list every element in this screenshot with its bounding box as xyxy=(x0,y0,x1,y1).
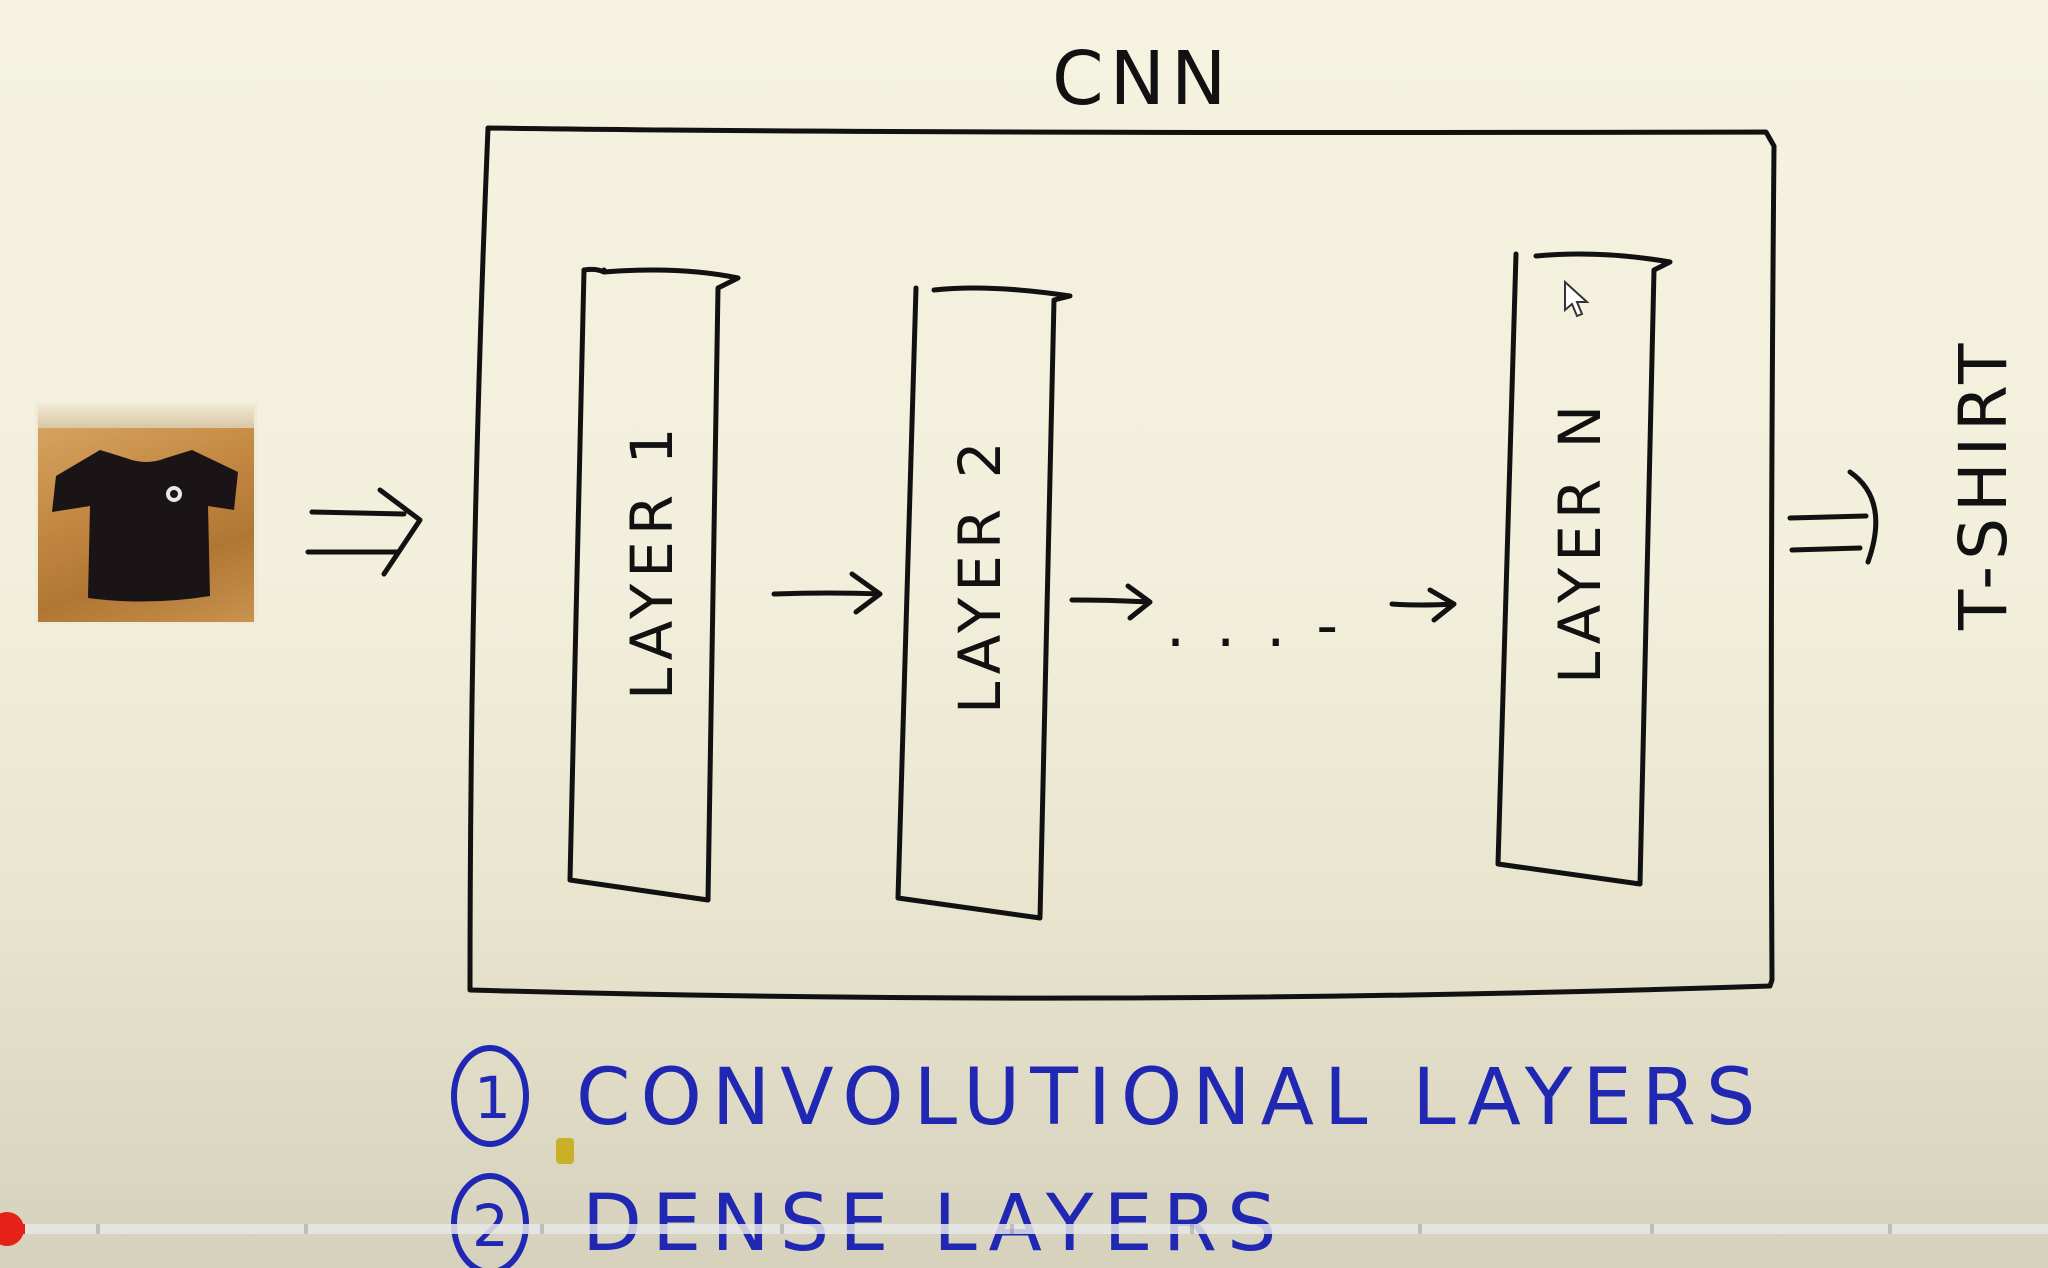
highlight-mark xyxy=(556,1138,574,1164)
arrow-2-dots xyxy=(1069,583,1153,621)
video-progress-bar[interactable] xyxy=(0,1224,2048,1234)
tshirt-shape xyxy=(52,450,238,602)
note-1-number: 1 xyxy=(474,1064,521,1132)
chapter-marker xyxy=(1650,1224,1654,1234)
chapter-marker xyxy=(1190,1224,1194,1234)
chapter-marker xyxy=(1418,1224,1422,1234)
chapter-marker xyxy=(96,1224,100,1234)
layer-2-box xyxy=(895,285,1073,921)
layer-1-box xyxy=(567,267,741,903)
layer-n-label: LAYER N xyxy=(1546,399,1614,684)
layer-1-box-edge xyxy=(581,266,607,275)
output-label: T-SHIRT xyxy=(1945,338,2022,631)
chapter-marker xyxy=(304,1224,308,1234)
note-2-text: DENSE LAYERS xyxy=(582,1179,1286,1268)
input-tshirt-image xyxy=(38,406,254,622)
cnn-box xyxy=(467,125,1777,1001)
cnn-title: CNN xyxy=(1052,36,1232,122)
arrow-dots-n xyxy=(1389,587,1457,623)
input-arrow xyxy=(305,487,423,577)
note-1-text: CONVOLUTIONAL LAYERS xyxy=(576,1053,1765,1143)
chapter-marker xyxy=(1888,1224,1892,1234)
layer-n-box xyxy=(1495,251,1673,887)
layer-1-label: LAYER 1 xyxy=(618,421,686,700)
chapter-marker xyxy=(540,1224,544,1234)
layer-2-label: LAYER 2 xyxy=(946,435,1014,714)
output-arrow xyxy=(1787,469,1879,565)
ellipsis: . . . - xyxy=(1166,591,1344,661)
chapter-marker xyxy=(1010,1224,1014,1234)
mouse-pointer-icon xyxy=(1564,280,1590,318)
chapter-marker xyxy=(780,1224,784,1234)
arrow-1-2 xyxy=(771,571,883,615)
note-1-circle xyxy=(451,1045,529,1147)
